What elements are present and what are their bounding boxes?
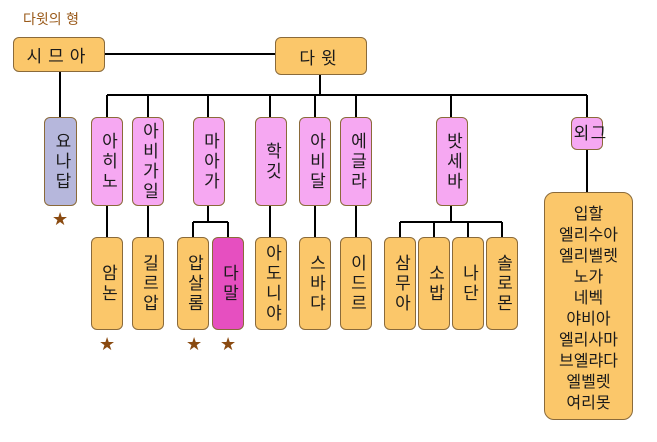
others-list-item: 네벡 xyxy=(573,288,604,307)
node-jonadab: 요나답 xyxy=(44,117,77,206)
node-amnon: 암논 xyxy=(91,237,123,330)
node-shimea: 시므아 xyxy=(13,37,105,72)
node-bathsheba: 밧세바 xyxy=(436,117,468,206)
star-icon: ★ xyxy=(52,209,69,230)
node-haggith: 학깃 xyxy=(255,117,287,206)
star-icon: ★ xyxy=(99,334,116,355)
tree-caption: 다윗의 형 xyxy=(23,12,79,28)
node-david: 다윗 xyxy=(275,37,367,75)
node-ithream: 이드르 xyxy=(340,237,372,330)
node-absalom: 압살롬 xyxy=(177,237,209,330)
others-list-item: 엘리수아 xyxy=(559,225,618,244)
node-maacah: 마아가 xyxy=(193,117,225,206)
node-abigail: 아비가일 xyxy=(132,117,164,206)
star-icon: ★ xyxy=(220,334,237,355)
others-list-item: 야비아 xyxy=(566,309,611,328)
node-abital: 아비달 xyxy=(299,117,331,206)
others-list-item: 엘리사마 xyxy=(559,330,618,349)
node-shobab: 소밥 xyxy=(418,237,450,330)
node-shephatiah: 스바댜 xyxy=(299,237,331,330)
others-list-item: 엘벨렛 xyxy=(566,372,611,391)
node-nathan: 나단 xyxy=(452,237,484,330)
others-list-item: 노가 xyxy=(573,267,604,286)
node-eglah: 에글라 xyxy=(340,117,372,206)
others-list-item: 여리못 xyxy=(566,393,611,412)
node-ahinoam: 아히노 xyxy=(91,117,123,206)
node-kileab: 길르압 xyxy=(132,237,164,330)
node-adonijah: 아도니야 xyxy=(255,237,287,330)
others-list-item: 엘리벨렛 xyxy=(559,246,618,265)
node-solomon: 솔로몬 xyxy=(486,237,518,330)
others-list-item: 입할 xyxy=(573,204,604,223)
star-icon: ★ xyxy=(186,334,203,355)
node-tamar: 다말 xyxy=(212,237,244,330)
node-shammua: 삼무아 xyxy=(384,237,416,330)
others-list-item: 브엘랴다 xyxy=(559,351,618,370)
node-others: 그외 xyxy=(569,117,606,150)
node-others-list: 입할 엘리수아 엘리벨렛 노가 네벡 야비아 엘리사마 브엘랴다 엘벨렛 여리못 xyxy=(544,192,633,420)
